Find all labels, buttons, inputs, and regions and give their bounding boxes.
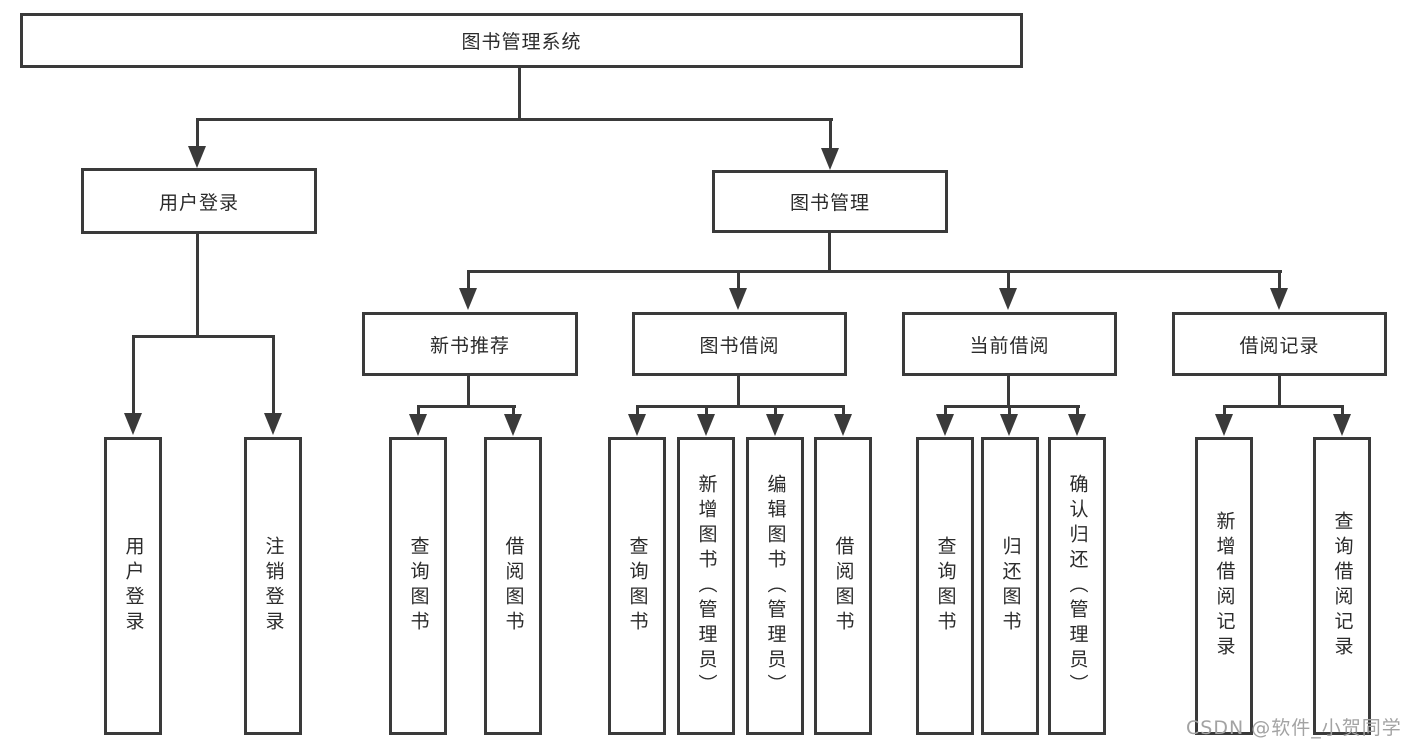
leaf-label: 借阅图书 [502,536,525,636]
node-book-borrow-label: 图书借阅 [699,334,780,357]
connector-book-mgmt-split [468,270,1282,273]
arrow-down-icon [1333,414,1351,436]
leaf-add-books-admin: 新增图书（管理员） [677,437,735,735]
leaf-user-login: 用户登录 [104,437,162,735]
connector-leaf-stem [1076,405,1079,416]
connector-leaf-stem [1008,405,1011,416]
leaf-label: 查询图书 [407,536,430,636]
connector-records-stem [1278,374,1281,408]
node-current-borrow: 当前借阅 [902,312,1117,376]
connector-to-book-mgmt-stem [829,118,832,148]
csdn-watermark: CSDN @软件_小贺同学 [1186,717,1402,739]
node-user-login-label: 用户登录 [158,191,239,214]
arrow-down-icon [697,414,715,436]
leaf-label: 用户登录 [122,536,145,636]
connector-leaf-stem [705,405,708,416]
connector-leaf-stem [774,405,777,416]
leaf-label: 确认归还（管理员） [1066,473,1089,699]
leaf-label: 编辑图书（管理员） [764,473,787,699]
leaf-label: 新增图书（管理员） [695,473,718,699]
connector-current-stem [1007,374,1010,408]
arrow-down-icon [1215,414,1233,436]
node-borrow-records: 借阅记录 [1172,312,1387,376]
connector-borrowing-stem [737,374,740,408]
leaf-label: 查询图书 [626,536,649,636]
leaf-label: 查询图书 [934,536,957,636]
arrow-down-icon [1270,288,1288,310]
node-book-management-label: 图书管理 [789,192,870,214]
connector-records-split [1223,405,1344,408]
connector-leaf-stem [1223,405,1226,416]
node-book-management: 图书管理 [712,170,948,233]
connector-borrowing-split [636,405,845,408]
connector-leaf-stem [272,335,275,415]
node-book-borrow: 图书借阅 [632,312,847,376]
connector-leaf-stem [944,405,947,416]
node-current-borrow-label: 当前借阅 [969,334,1050,357]
leaf-query-books-recommend: 查询图书 [389,437,447,735]
node-borrow-records-label: 借阅记录 [1239,334,1320,357]
connector-to-current-stem [1007,270,1010,290]
node-user-login: 用户登录 [81,168,317,234]
arrow-down-icon [766,414,784,436]
leaf-label: 查询借阅记录 [1331,511,1354,661]
leaf-add-borrow-record: 新增借阅记录 [1195,437,1253,735]
arrow-down-icon [504,414,522,436]
connector-new-books-stem [467,374,470,408]
arrow-down-icon [124,413,142,435]
arrow-down-icon [409,414,427,436]
arrow-down-icon [1000,414,1018,436]
leaf-confirm-return-admin: 确认归还（管理员） [1048,437,1106,735]
connector-leaf-stem [132,335,135,415]
connector-to-borrowing-stem [737,270,740,290]
leaf-borrow-books-recommend: 借阅图书 [484,437,542,735]
connector-to-records-stem [1278,270,1281,290]
leaf-borrow-books: 借阅图书 [814,437,872,735]
arrow-down-icon [264,413,282,435]
connector-user-login-split [132,335,275,338]
leaf-label: 借阅图书 [832,536,855,636]
leaf-label: 注销登录 [262,536,285,636]
leaf-query-books-current: 查询图书 [916,437,974,735]
connector-new-books-split [417,405,516,408]
leaf-edit-books-admin: 编辑图书（管理员） [746,437,804,735]
arrow-down-icon [1068,414,1086,436]
leaf-logout: 注销登录 [244,437,302,735]
connector-to-new-books-stem [467,270,470,290]
leaf-query-borrow-record: 查询借阅记录 [1313,437,1371,735]
arrow-down-icon [729,288,747,310]
arrow-down-icon [936,414,954,436]
leaf-query-books-borrow: 查询图书 [608,437,666,735]
leaf-return-books: 归还图书 [981,437,1039,735]
connector-root-split [196,118,833,121]
leaf-label: 新增借阅记录 [1213,511,1236,661]
connector-book-mgmt-stem [828,231,831,273]
arrow-down-icon [188,146,206,168]
node-new-book-recommend: 新书推荐 [362,312,578,376]
arrow-down-icon [999,288,1017,310]
connector-user-login-stem [196,232,199,338]
connector-leaf-stem [1341,405,1344,416]
arrow-down-icon [459,288,477,310]
connector-leaf-stem [417,405,420,416]
node-new-book-recommend-label: 新书推荐 [429,334,510,357]
connector-to-user-login-stem [196,118,199,148]
connector-current-split [944,405,1080,408]
node-root-label: 图书管理系统 [461,31,582,53]
arrow-down-icon [628,414,646,436]
connector-leaf-stem [512,405,515,416]
node-root: 图书管理系统 [20,13,1023,68]
arrow-down-icon [821,148,839,170]
connector-root-stem [518,66,521,120]
arrow-down-icon [834,414,852,436]
connector-leaf-stem [842,405,845,416]
leaf-label: 归还图书 [999,536,1022,636]
connector-leaf-stem [636,405,639,416]
